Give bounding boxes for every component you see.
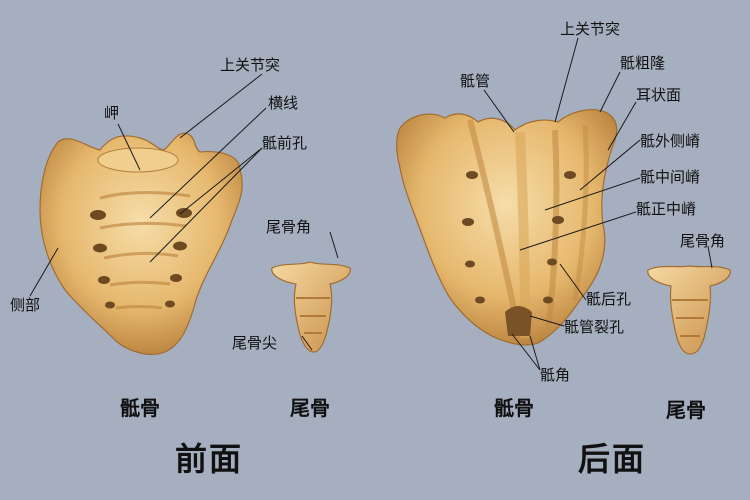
- front-coccyx-bone: [271, 261, 351, 353]
- label-front-superior-articular-process: 上关节突: [220, 56, 281, 74]
- label-front-promontory: 岬: [104, 104, 120, 122]
- view-title-front: 前面: [175, 440, 244, 478]
- label-back-sacral-tuberosity: 骶粗隆: [620, 54, 666, 72]
- label-back-sacral-canal: 骶管: [460, 72, 491, 90]
- label-front-transverse-ridge: 横线: [268, 94, 299, 112]
- label-back-posterior-sacral-foramen: 骶后孔: [586, 290, 632, 308]
- label-back-median-sacral-crest: 骶正中嵴: [636, 200, 697, 218]
- caption-back-coccyx: 尾骨: [666, 398, 706, 422]
- caption-front-sacrum: 骶骨: [120, 396, 160, 420]
- label-front-anterior-sacral-foramen: 骶前孔: [262, 134, 308, 152]
- label-back-auricular-surface: 耳状面: [636, 86, 682, 104]
- view-title-back: 后面: [578, 440, 647, 478]
- front-sacrum-bone: [39, 132, 243, 355]
- leader-lines: [29, 37, 713, 371]
- back-sacrum-bone: [396, 109, 618, 346]
- label-back-sacral-hiatus: 骶管裂孔: [564, 318, 625, 336]
- label-front-coccygeal-cornu: 尾骨角: [266, 218, 312, 236]
- back-coccyx-bone: [647, 265, 731, 355]
- caption-front-coccyx: 尾骨: [290, 396, 330, 420]
- label-back-lateral-sacral-crest: 骶外侧嵴: [640, 132, 701, 150]
- caption-back-sacrum: 骶骨: [494, 396, 534, 420]
- label-back-sacral-cornu: 骶角: [540, 366, 571, 384]
- label-front-lateral-part: 侧部: [10, 296, 41, 314]
- label-front-coccyx-apex: 尾骨尖: [232, 334, 278, 352]
- label-back-intermediate-sacral-crest: 骶中间嵴: [640, 168, 701, 186]
- label-back-coccygeal-cornu: 尾骨角: [680, 232, 726, 250]
- label-back-superior-articular-process: 上关节突: [560, 20, 621, 38]
